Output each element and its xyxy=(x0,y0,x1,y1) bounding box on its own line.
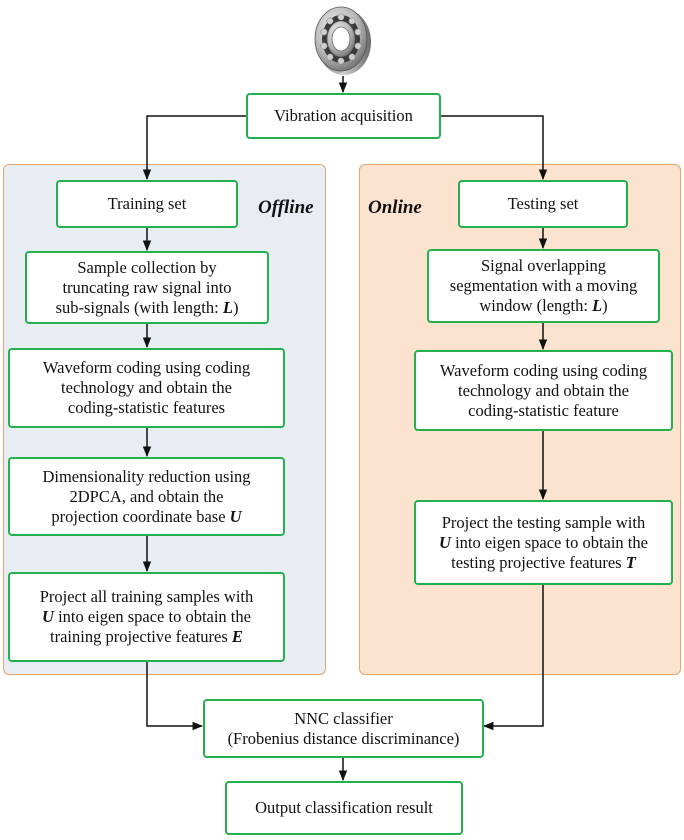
reduction-line-2: 2DPCA, and obtain the xyxy=(69,486,224,506)
online-label: Online xyxy=(368,197,422,218)
sample-collection-line-3-tail: ) xyxy=(232,297,239,317)
training-set-label: Training set xyxy=(107,194,187,213)
variable-e: E xyxy=(231,627,243,646)
test-projection-line-2: U into eigen space to obtain the xyxy=(439,533,648,553)
segmentation-line-3-text: window (length: xyxy=(479,296,593,315)
reduction-line-3: projection coordinate base U xyxy=(42,507,250,527)
output-result-node: Output classification result xyxy=(225,781,463,835)
test-projection-line-3-text: testing projective features xyxy=(451,552,626,572)
nnc-classifier-node: NNC classifier (Frobenius distance discr… xyxy=(203,699,484,758)
segmentation-line-2: segmentation with a moving xyxy=(449,276,638,295)
train-projection-line-3-text: training projective features xyxy=(50,627,232,646)
test-waveform-coding-node: Waveform coding using coding technology … xyxy=(414,350,673,431)
sample-collection-line-3: sub-signals (with length: L) xyxy=(56,298,239,318)
classifier-line-2: (Frobenius distance discriminance) xyxy=(227,728,460,748)
test-coding-line-1: Waveform coding using coding xyxy=(439,360,648,380)
vibration-acquisition-label: Vibration acquisition xyxy=(274,106,413,125)
train-projection-line-3: training projective features E xyxy=(40,627,254,647)
testing-set-label: Testing set xyxy=(507,194,579,213)
train-projection-node: Project all training samples with U into… xyxy=(8,572,285,662)
train-waveform-coding-node: Waveform coding using coding technology … xyxy=(8,348,285,428)
output-result-label: Output classification result xyxy=(255,798,433,817)
sample-collection-line-1: Sample collection by xyxy=(77,257,217,277)
training-set-node: Training set xyxy=(56,180,238,228)
segmentation-line-3: window (length: L) xyxy=(450,296,637,316)
sample-collection-line-2: truncating raw signal into xyxy=(62,277,232,297)
variable-u: U xyxy=(229,506,242,526)
test-coding-line-2: technology and obtain the xyxy=(458,380,629,400)
sample-collection-line-3-text: sub-signals (with length: xyxy=(55,297,223,317)
ball-bearing-icon xyxy=(314,6,371,75)
variable-u: U xyxy=(42,607,54,626)
offline-label: Offline xyxy=(258,197,314,218)
test-projection-line-1: Project the testing sample with xyxy=(441,512,646,532)
testing-set-node: Testing set xyxy=(458,180,628,228)
train-projection-line-1: Project all training samples with xyxy=(39,587,254,606)
train-coding-line-1: Waveform coding using coding xyxy=(42,358,251,377)
variable-l: L xyxy=(222,297,233,317)
reduction-line-1: Dimensionality reduction using xyxy=(42,466,251,486)
variable-t: T xyxy=(625,552,636,572)
train-projection-line-2: U into eigen space to obtain the xyxy=(40,607,254,627)
train-projection-line-2-text: into eigen space to obtain the xyxy=(53,607,251,626)
train-coding-line-3: coding-statistic features xyxy=(67,398,226,417)
dimensionality-reduction-node: Dimensionality reduction using 2DPCA, an… xyxy=(8,457,285,536)
test-projection-node: Project the testing sample with U into e… xyxy=(414,500,673,585)
variable-l: L xyxy=(592,296,603,315)
test-coding-line-3: coding-statistic feature xyxy=(468,400,619,420)
variable-u: U xyxy=(439,532,451,552)
signal-segmentation-node: Signal overlapping segmentation with a m… xyxy=(427,249,660,323)
reduction-line-3-text: projection coordinate base xyxy=(51,506,230,526)
test-projection-line-3: testing projective features T xyxy=(439,553,648,573)
sample-collection-node: Sample collection by truncating raw sign… xyxy=(25,251,269,324)
classifier-line-1: NNC classifier xyxy=(294,708,393,728)
segmentation-line-3-tail: ) xyxy=(602,296,608,315)
train-coding-line-2: technology and obtain the xyxy=(61,378,232,397)
vibration-acquisition-node: Vibration acquisition xyxy=(246,93,441,139)
segmentation-line-1: Signal overlapping xyxy=(480,256,607,275)
test-projection-line-2-text: into eigen space to obtain the xyxy=(450,532,648,552)
